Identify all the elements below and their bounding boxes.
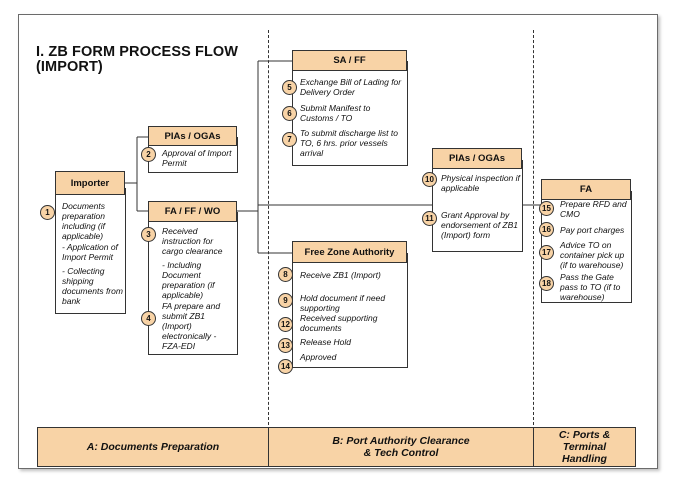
step-badge-18: 18 bbox=[539, 276, 554, 291]
step-text-13: Release Hold bbox=[300, 337, 352, 347]
fa-ff-wo-box bbox=[148, 212, 238, 355]
phase-a-label: A: Documents Preparation bbox=[86, 441, 220, 453]
sa-ff-header: SA / FF bbox=[292, 50, 407, 71]
diagram-title: I. ZB FORM PROCESS FLOW (IMPORT) bbox=[36, 45, 238, 75]
step-text-6: Submit Manifest to Customs / TO bbox=[300, 103, 371, 123]
step-text-16: Pay port charges bbox=[560, 225, 625, 235]
phase-c-terminal-handling: C: Ports & Terminal Handling bbox=[533, 427, 636, 467]
step-badge-16: 16 bbox=[539, 222, 554, 237]
importer-header: Importer bbox=[55, 171, 125, 195]
phase-c-label-line-3: Handling bbox=[562, 453, 607, 465]
column-divider-bc bbox=[533, 30, 534, 425]
step-badge-14: 14 bbox=[278, 359, 293, 374]
step-text-14: Approved bbox=[300, 352, 337, 362]
step-text-17: Advice TO on container pick up (if to wa… bbox=[560, 240, 625, 270]
pias-mid-header: PIAs / OGAs bbox=[432, 148, 522, 169]
phase-c-label-line-2: Terminal bbox=[562, 441, 607, 453]
step-text-3: Received instruction for cargo clearance bbox=[162, 226, 223, 256]
column-divider-ab bbox=[268, 30, 269, 425]
step-text-12: Received supporting documents bbox=[300, 313, 378, 333]
step-badge-5: 5 bbox=[282, 80, 297, 95]
sa-ff-box bbox=[292, 61, 408, 166]
step-badge-9: 9 bbox=[278, 293, 293, 308]
step-text-15: Prepare RFD and CMO bbox=[560, 199, 627, 219]
phase-a-documents-preparation: A: Documents Preparation bbox=[37, 427, 269, 467]
step-text-7: To submit discharge list to TO, 6 hrs. p… bbox=[300, 128, 398, 158]
pias-top-header: PIAs / OGAs bbox=[148, 126, 237, 146]
step-text-4: FA prepare and submit ZB1 (Import) elect… bbox=[162, 301, 221, 351]
step-badge-17: 17 bbox=[539, 245, 554, 260]
step-text-11: Grant Approval by endorsement of ZB1 (Im… bbox=[441, 210, 519, 240]
step-badge-12: 12 bbox=[278, 317, 293, 332]
step-text-5: Exchange Bill of Lading for Delivery Ord… bbox=[300, 77, 402, 97]
importer-box bbox=[55, 188, 126, 314]
fa-ff-wo-note: - Including Document preparation (if app… bbox=[162, 260, 215, 300]
step-badge-2: 2 bbox=[141, 147, 156, 162]
title-line-2: (IMPORT) bbox=[36, 59, 103, 75]
step-badge-8: 8 bbox=[278, 267, 293, 282]
phase-b-label-line-1: B: Port Authority Clearance bbox=[332, 435, 470, 447]
step-badge-4: 4 bbox=[141, 311, 156, 326]
step-badge-1: 1 bbox=[40, 205, 55, 220]
fza-header: Free Zone Authority bbox=[292, 241, 407, 263]
step-text-8: Receive ZB1 (Import) bbox=[300, 270, 381, 280]
phase-b-label-line-2: & Tech Control bbox=[363, 447, 439, 459]
step-badge-3: 3 bbox=[141, 227, 156, 242]
step-text-10: Physical inspection if applicable bbox=[441, 173, 520, 193]
phase-b-port-authority: B: Port Authority Clearance & Tech Contr… bbox=[268, 427, 534, 467]
pias-mid-box bbox=[432, 160, 523, 252]
fa-box bbox=[541, 191, 632, 303]
title-line-1: I. ZB FORM PROCESS FLOW bbox=[36, 44, 239, 60]
importer-note-2: - Collecting shipping documents from ban… bbox=[62, 266, 123, 306]
fa-header: FA bbox=[541, 179, 631, 200]
fa-ff-wo-header: FA / FF / WO bbox=[148, 201, 237, 222]
phase-c-label-line-1: C: Ports & bbox=[558, 429, 611, 441]
step-badge-10: 10 bbox=[422, 172, 437, 187]
step-badge-11: 11 bbox=[422, 211, 437, 226]
step-text-9: Hold document if need supporting bbox=[300, 293, 386, 313]
step-badge-15: 15 bbox=[539, 201, 554, 216]
step-badge-7: 7 bbox=[282, 132, 297, 147]
step-badge-6: 6 bbox=[282, 106, 297, 121]
step-badge-13: 13 bbox=[278, 338, 293, 353]
step-text-1: Documents preparation including (if appl… bbox=[62, 201, 106, 241]
step-text-18: Pass the Gate pass to TO (if to warehous… bbox=[560, 272, 621, 302]
step-text-2: Approval of Import Permit bbox=[162, 148, 232, 168]
importer-note-1: - Application of Import Permit bbox=[62, 242, 118, 262]
